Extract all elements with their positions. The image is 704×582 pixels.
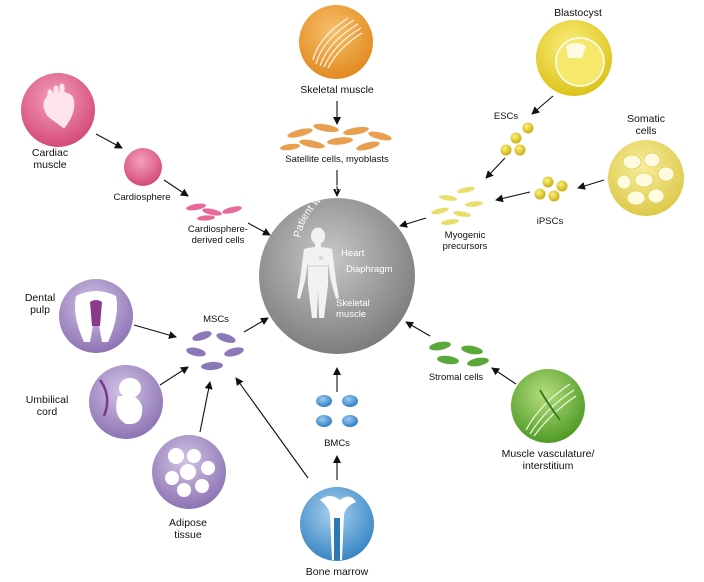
label-somatic-cells: Somatic cells [627,113,665,137]
arrow-cardiosphere-to-derived [163,179,189,197]
heart-marker [318,255,324,261]
somatic-cells-icon [616,152,675,206]
arrow-myogenic-to-patient [399,217,427,228]
cardiac-muscle-node [21,73,95,147]
muscle-vasculature-node [511,369,585,443]
label-skeletal-muscle-organ: Skeletal muscle [336,298,370,320]
label-blastocyst: Blastocyst [554,7,602,19]
label-stromal-cells: Stromal cells [428,372,484,383]
label-diaphragm: Diaphragm [346,264,393,275]
label-myogenic-precursors: Myogenic precursors [442,230,488,252]
arrow-ipscs-to-myogenic [495,191,531,203]
skeletal-muscle-node [299,5,373,79]
escs-cluster [500,122,534,156]
arrow-vasculature-to-stromal [491,367,517,385]
heart-icon [43,83,75,129]
cardiosphere-icon [124,148,162,186]
label-satellite-cells: Satellite cells, myoblasts [285,154,389,165]
arrow-bonemarrow-to-mscs [235,377,309,479]
arrow-escs-to-myogenic [485,157,506,179]
label-ipscs: iPSCs [536,216,564,227]
patient-circle [259,198,415,354]
label-cardiosphere-derived: Cardiosphere- derived cells [187,224,249,246]
adipocytes-icon [165,448,215,497]
somatic-cells-node [608,140,684,216]
arrow-blastocyst-to-escs [531,95,554,115]
label-dental-pulp: Dental pulp [24,292,56,316]
label-mscs: MSCs [203,314,229,325]
arrow-mscs-to-patient [243,317,269,333]
label-muscle-vasculature: Muscle vasculature/ interstitium [501,448,595,472]
arrow-umbilical-to-mscs [159,366,189,386]
cardiosphere-derived-cells-cluster [186,203,242,221]
stromal-cells-cluster [429,341,489,367]
bone-marrow-node [300,487,374,561]
bmcs-cluster [316,395,358,427]
umbilical-cord-node [89,365,163,439]
satellite-cells-cluster [280,123,392,151]
label-escs: ESCs [493,111,519,122]
fetus-icon [116,378,143,425]
label-bone-marrow: Bone marrow [305,566,369,578]
ipscs-cluster [534,176,568,202]
arrow-somatic-to-ipscs [577,179,605,190]
arrows [95,95,605,480]
label-umbilical-cord: Umbilical cord [25,394,69,418]
myogenic-precursors-cluster [431,186,483,225]
mscs-cluster [186,331,244,371]
arrow-stromal-to-patient [405,321,431,337]
label-cardiosphere: Cardiosphere [113,192,171,203]
body-silhouette-icon [297,227,339,318]
arrow-derived-to-patient [247,222,271,236]
label-bmcs: BMCs [324,438,350,449]
muscle-fiber-icon [312,17,363,69]
label-cardiac-muscle: Cardiac muscle [31,147,69,171]
label-adipose-tissue: Adipose tissue [169,517,207,541]
vasculature-icon [525,383,577,437]
arrow-dental-to-mscs [133,324,177,339]
blastocyst-node [536,20,612,96]
arrow-cardiac-to-cardiosphere [95,133,123,149]
label-heart: Heart [341,248,365,259]
dental-pulp-node [59,279,133,353]
arrow-adipose-to-mscs [199,381,213,433]
label-skeletal-muscle: Skeletal muscle [300,84,374,96]
bone-icon [320,496,356,560]
adipose-tissue-node [152,435,226,509]
